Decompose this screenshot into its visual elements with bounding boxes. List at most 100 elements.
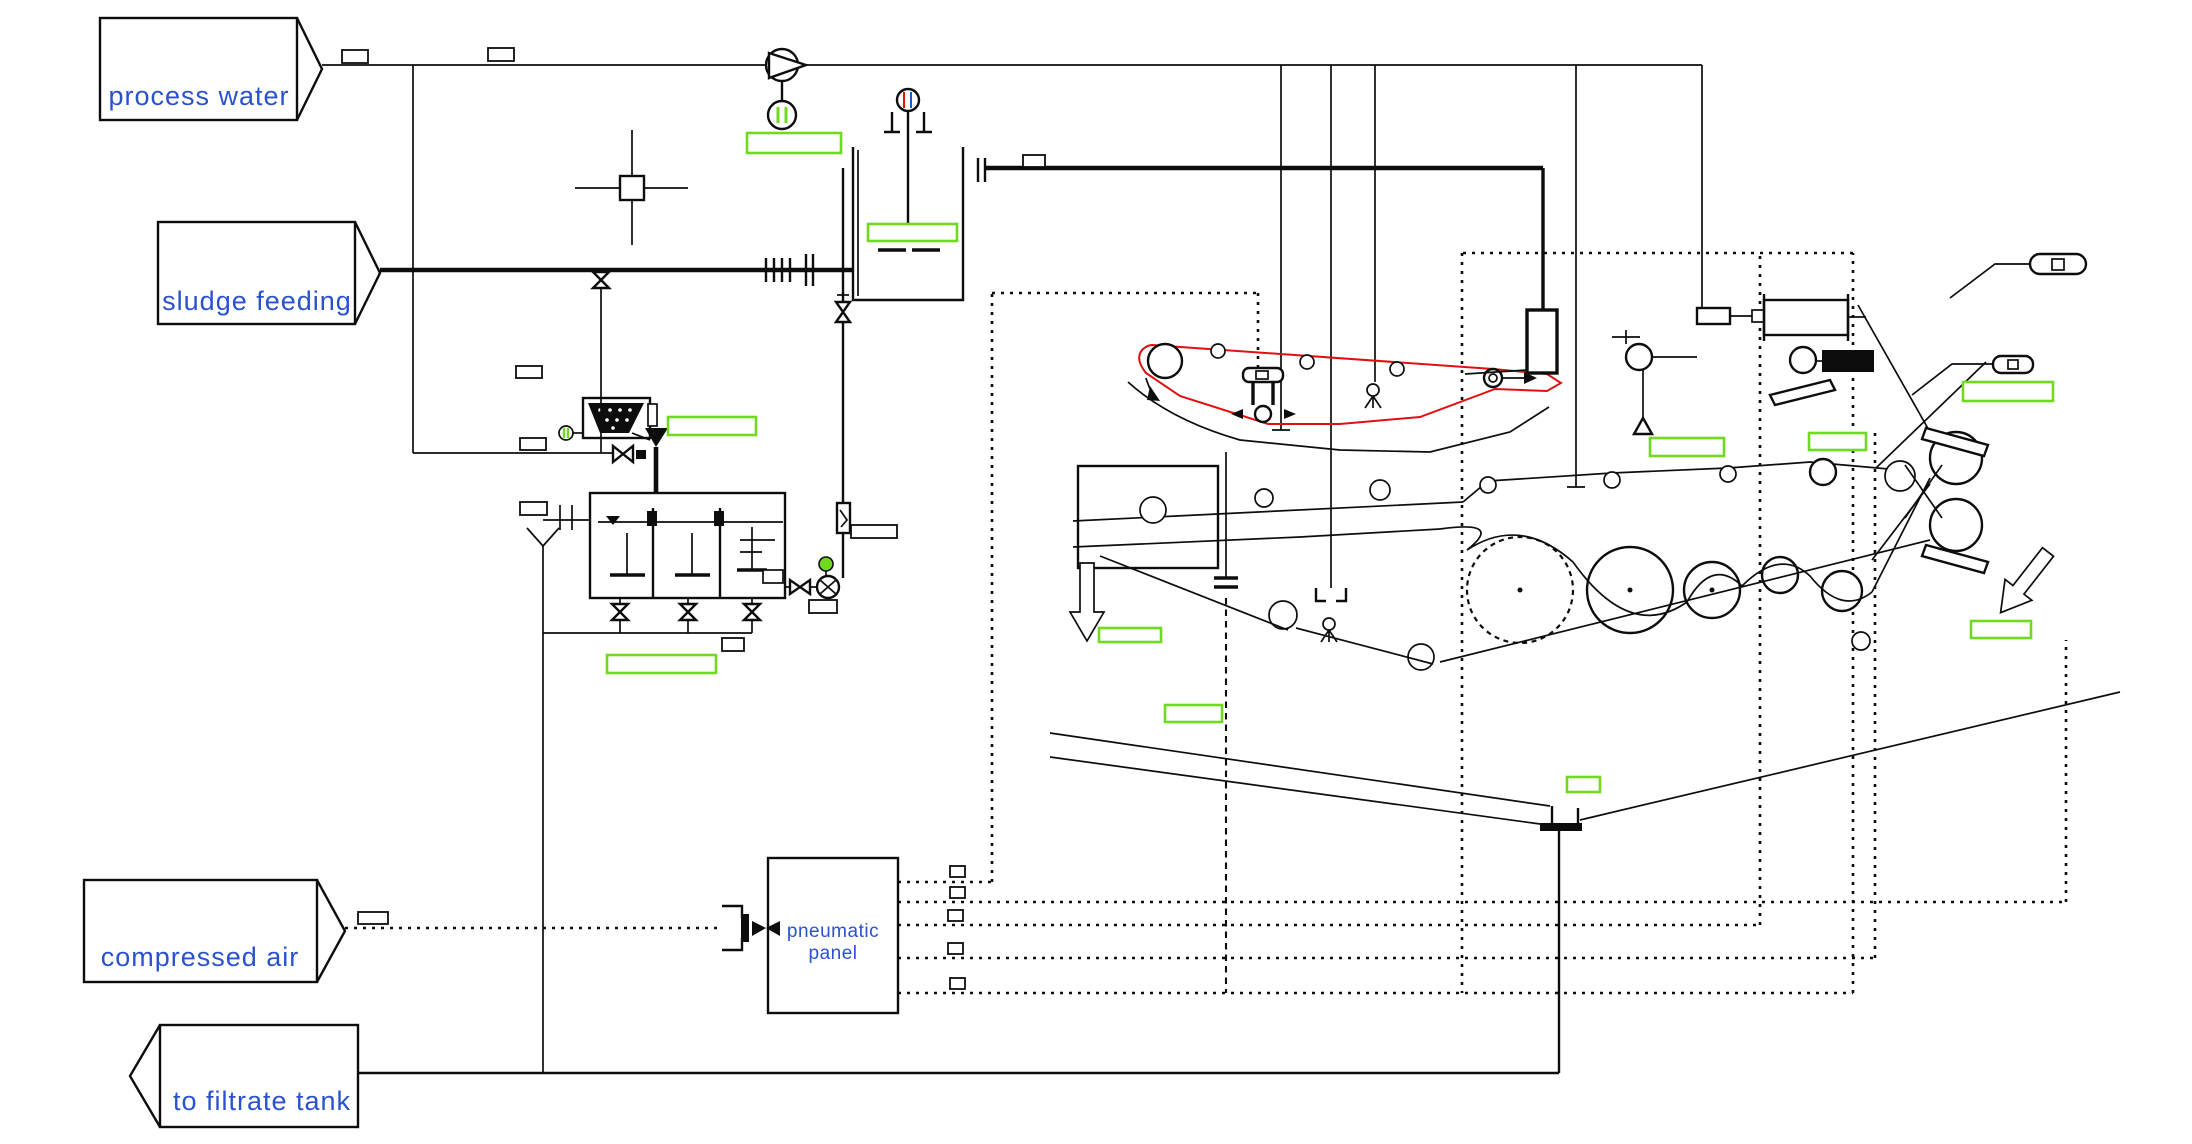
instrument-tag [721, 637, 745, 652]
doctor-blade [1768, 378, 1837, 407]
mixer-bracket [884, 112, 932, 134]
roller-axle [1627, 587, 1633, 593]
empty-label-box [866, 222, 959, 243]
instrument-tag [515, 365, 543, 379]
vent-valve [590, 278, 612, 290]
sludge-mix-tank [851, 87, 1545, 310]
instrument-tag [850, 524, 898, 539]
instrument-tag [808, 599, 838, 614]
drainage-tray [1127, 381, 1550, 453]
pneumatic-cylinder [1762, 298, 1850, 337]
feed-headbox [1525, 308, 1559, 375]
empty-label-box [605, 653, 718, 675]
empty-label-box [1969, 619, 2033, 640]
pennant-label: compressed air [101, 942, 300, 972]
regulator-body [741, 914, 749, 942]
air-line-2 [898, 640, 2068, 904]
pump-triangle [767, 51, 810, 80]
pennant-label: sludge feeding [162, 286, 352, 316]
instrument-tag [519, 437, 547, 451]
air-line-1 [898, 291, 1260, 884]
direction-arrowhead [1147, 386, 1160, 401]
sensor-dot [558, 425, 574, 441]
doctor-blade [1920, 426, 1990, 458]
pump-cross [819, 579, 837, 595]
air-tag [947, 909, 964, 922]
air-line-3 [898, 253, 1762, 927]
empty-label-boxes [605, 131, 2055, 794]
empty-label-box [1648, 436, 1726, 458]
inlet-valve [766, 921, 780, 936]
air-filter-icon [722, 904, 744, 952]
belt-serpentine [1439, 526, 1873, 617]
level-marker [606, 516, 620, 525]
sensor-green-bars [562, 428, 570, 438]
pan-drain-neck [1550, 806, 1580, 823]
cad-center-mark [575, 130, 688, 245]
outlet-flange [976, 158, 987, 182]
powder-chute [631, 432, 651, 441]
valve-bowtie [788, 577, 803, 597]
drain-valve [741, 610, 763, 622]
collection-pan [1049, 691, 2121, 825]
drive-hub [1488, 373, 1498, 383]
crosshair-box [618, 174, 646, 202]
rod-clevis [1751, 309, 1765, 323]
sludge-feed-line [380, 254, 853, 286]
drain-valve [677, 602, 699, 614]
empty-label-box [1565, 775, 1602, 794]
riser-valve [833, 309, 853, 324]
upper-belt-red-loop [1138, 343, 1563, 425]
panel-box [766, 856, 900, 1015]
belt-return [1099, 539, 1931, 665]
water-pump [764, 47, 810, 131]
tensioner-arms [1251, 382, 1275, 405]
air-tag [949, 865, 966, 878]
pneumatic-cylinder [1695, 306, 1732, 326]
belt-roller [1210, 343, 1226, 359]
valve-bowtie [621, 443, 635, 465]
belt-guides [1857, 304, 1987, 561]
pennant-tip [315, 879, 347, 983]
support-triangle [1631, 415, 1655, 436]
drain-valve [741, 602, 763, 614]
roller [1407, 643, 1435, 671]
tank2-body [588, 491, 787, 600]
pennant-box [156, 220, 357, 326]
pan-drain-flange [1540, 823, 1582, 831]
roller [1851, 631, 1871, 651]
roller [1369, 479, 1391, 501]
pennant-tip [295, 17, 324, 121]
feed-chute [1464, 369, 1528, 375]
pennant-sludge-feeding: sludge feeding [156, 220, 382, 326]
air-tag [947, 942, 964, 955]
instrument-tag [519, 501, 548, 516]
motor-icon [766, 99, 798, 131]
valve-bowtie [797, 577, 812, 597]
tension-arrow-right [1284, 409, 1296, 419]
empty-label-box [666, 415, 758, 437]
baffle-lines [740, 539, 775, 553]
instrument-tag [487, 47, 515, 62]
limit-switch-capsule [1911, 354, 2035, 396]
pennant-tip [353, 221, 382, 325]
belt-probe [1364, 383, 1382, 409]
pennant-label: process water [108, 81, 289, 111]
injection-funnel [645, 428, 668, 447]
pennant-label: to filtrate tank [173, 1086, 351, 1116]
tank1-walls [851, 147, 965, 302]
empty-label-box [1163, 703, 1224, 724]
belt-roller [1299, 354, 1315, 370]
limit-switch-capsule [1949, 252, 2088, 299]
motor-green-bars [776, 107, 788, 123]
pneumatic-panel: pneumatic panel [345, 251, 2068, 1015]
pivot-roller [1624, 342, 1654, 372]
roller [1139, 496, 1167, 524]
feeder-side-box [647, 403, 658, 427]
mixer-motor-icon [895, 87, 921, 113]
belt-roller [1389, 361, 1405, 377]
roller [1719, 465, 1737, 483]
motor-icon [818, 556, 834, 572]
